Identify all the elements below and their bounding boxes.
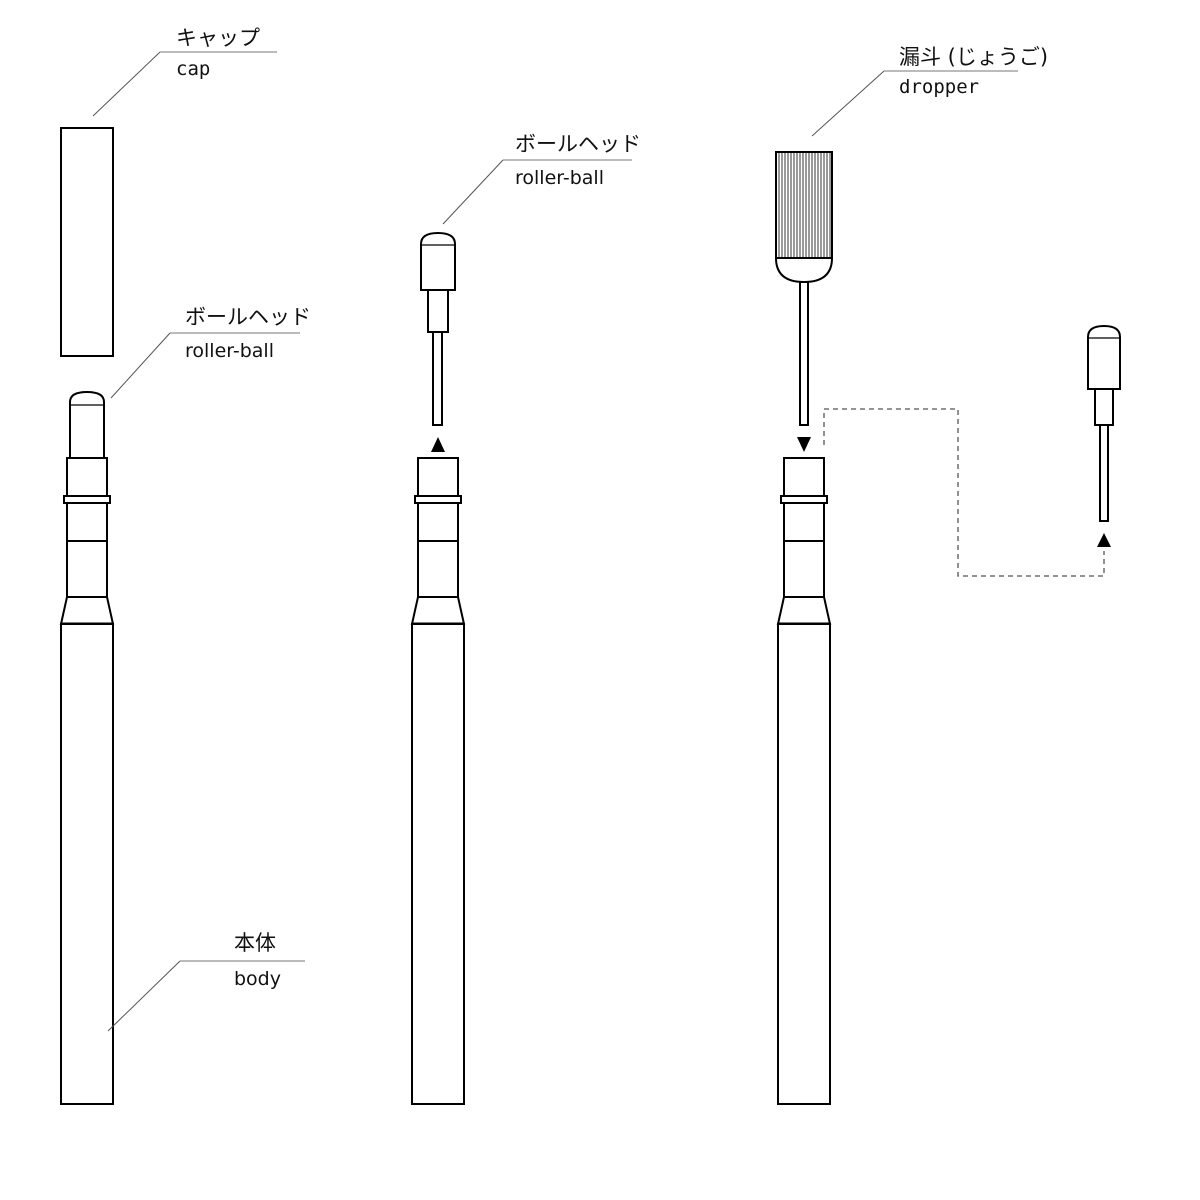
rollerball-label-2: ボールヘッド roller-ball (442, 132, 641, 225)
cap-label: キャップ cap (92, 26, 277, 117)
rollerball-head-2 (420, 231, 456, 291)
body-label-en: body (234, 968, 281, 990)
arrow-up-icon-2 (1097, 533, 1111, 547)
grip-upper-1 (66, 457, 108, 497)
pen-assembled (59, 127, 115, 1105)
body-label-jp: 本体 (234, 931, 276, 955)
rollerball-label-1: ボールヘッド roller-ball (110, 305, 311, 399)
cap-label-jp: キャップ (176, 26, 260, 50)
arrow-up-icon (431, 437, 445, 452)
dropper-label-jp: 漏斗 (じょうご) (899, 45, 1048, 69)
grip-lower-1 (66, 540, 108, 598)
dashed-guide-line (823, 408, 1105, 577)
rollerball-label-2-en: roller-ball (515, 167, 604, 189)
cap-part (60, 127, 114, 357)
rollerball-label-1-en: roller-ball (185, 340, 274, 362)
dropper-part (774, 151, 834, 426)
pen-refill (774, 151, 1121, 1105)
rollerball-head-1 (69, 390, 105, 459)
dropper-label: 漏斗 (じょうご) dropper (811, 45, 1048, 137)
taper-1 (59, 596, 115, 625)
rollerball-head-3 (1087, 324, 1121, 522)
grip-ring-1 (63, 495, 111, 504)
body-part-3 (777, 623, 831, 1105)
cap-label-en: cap (176, 58, 210, 80)
pen-disassembled (410, 231, 466, 1105)
rollerball-label-1-jp: ボールヘッド (185, 305, 311, 329)
rollerball-label-2-jp: ボールヘッド (515, 132, 641, 156)
body-part-1 (60, 623, 114, 1105)
body-part-2 (411, 623, 465, 1105)
grip-mid-1 (66, 502, 108, 542)
arrow-down-icon (797, 437, 811, 452)
body-label: 本体 body (107, 931, 305, 1032)
dropper-label-en: dropper (899, 76, 979, 98)
